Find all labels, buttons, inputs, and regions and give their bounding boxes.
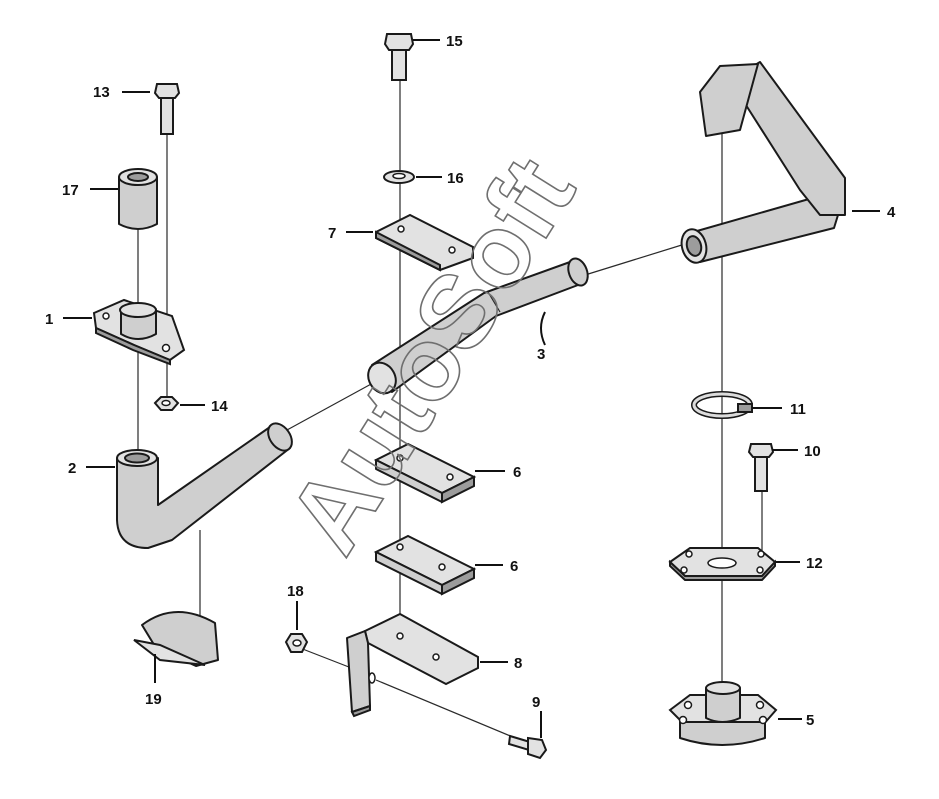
part-10-gasket [668, 547, 777, 581]
part-16-bolt [383, 33, 415, 81]
callout-18-label: 17 [62, 182, 79, 199]
callout-9: 10 [772, 443, 821, 460]
callout-13: 18 [287, 583, 304, 630]
part-5-flange [668, 681, 778, 746]
part-17-washer [383, 170, 415, 184]
callout-12-label: 9 [532, 694, 540, 711]
part-12-bolt [507, 734, 548, 760]
callout-15-label: 14 [211, 398, 228, 415]
part-19-clip [133, 611, 219, 667]
callout-8-label: 8 [514, 655, 522, 672]
callout-2-label: 2 [68, 460, 76, 477]
callout-19-label: 19 [145, 691, 162, 708]
callout-5: 5 [778, 712, 814, 729]
callout-10-label: 12 [806, 555, 823, 572]
part-2-elbow-tube [116, 422, 293, 549]
callout-11-label: 11 [790, 401, 806, 418]
callout-7: 7 [328, 225, 373, 242]
callout-12: 9 [532, 694, 542, 738]
callout-6-lower: 6 [475, 558, 518, 575]
callout-7-label: 7 [328, 225, 336, 242]
callout-16: 15 [413, 33, 463, 50]
part-13-nut [284, 633, 309, 653]
callout-15: 14 [180, 398, 228, 415]
part-3-tube [367, 257, 589, 395]
part-1-flange [92, 298, 186, 366]
watermark-text: AutoSoft [266, 138, 597, 572]
part-6-block-upper [373, 442, 477, 504]
callout-4-label: 4 [887, 204, 896, 221]
part-9-bolt [747, 443, 775, 492]
callout-1-label: 1 [45, 311, 53, 328]
callout-11: 11 [752, 401, 806, 418]
callout-13-label: 18 [287, 583, 304, 600]
callout-10: 12 [776, 555, 823, 572]
callout-3: 3 [537, 311, 546, 363]
part-7-clamp-plate [375, 213, 474, 272]
callout-5-label: 5 [806, 712, 814, 729]
part-15-nut [153, 396, 180, 411]
part-6-block-lower [373, 534, 477, 596]
callout-18: 17 [62, 182, 118, 199]
callout-19: 19 [145, 654, 162, 708]
callout-8: 8 [480, 655, 522, 672]
part-8-bracket [346, 612, 479, 718]
part-4-bent-tube [680, 61, 846, 264]
callout-14: 13 [93, 84, 150, 101]
callout-9-label: 10 [804, 443, 821, 460]
callout-16-label: 15 [446, 33, 463, 50]
callout-17-label: 16 [447, 170, 464, 187]
callout-6-lower-label: 6 [510, 558, 518, 575]
callout-3-label: 3 [537, 346, 545, 363]
callout-4: 4 [852, 204, 896, 221]
part-14-bolt [153, 83, 181, 135]
callout-17: 16 [416, 170, 464, 187]
callout-2: 2 [68, 460, 115, 477]
part-11-hose-clamp [691, 391, 753, 419]
callout-1: 1 [45, 311, 92, 328]
callout-6-upper: 6 [475, 464, 521, 481]
part-18-sleeve [118, 168, 158, 230]
callout-6-upper-label: 6 [513, 464, 521, 481]
callout-14-label: 13 [93, 84, 110, 101]
